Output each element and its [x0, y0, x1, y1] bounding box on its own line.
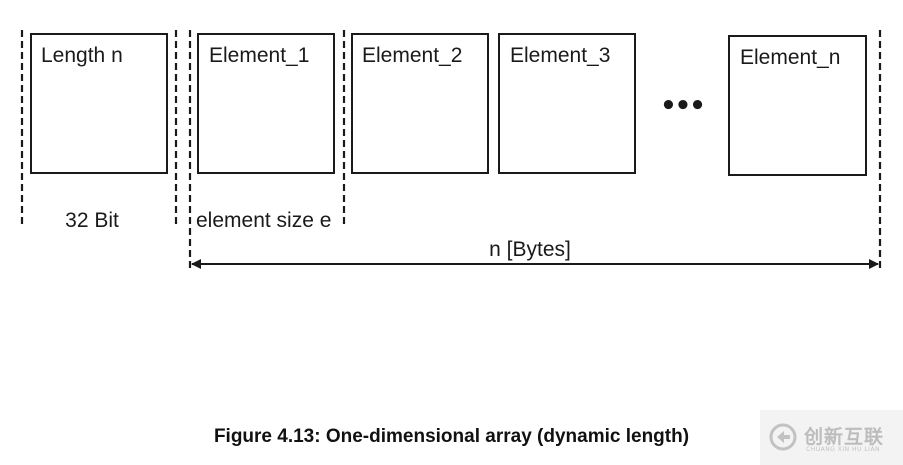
- length-size-label: 32 Bit: [65, 209, 119, 232]
- element-box-n: [728, 35, 867, 176]
- element-box-3: [498, 33, 636, 174]
- element-label-2: Element_2: [362, 44, 462, 67]
- watermark-subtext: CHUANG XIN HU LIAN: [806, 446, 881, 453]
- element-label-3: Element_3: [510, 44, 610, 67]
- total-size-label: n [Bytes]: [489, 238, 571, 261]
- figure-caption: Figure 4.13: One-dimensional array (dyna…: [213, 426, 690, 447]
- ellipsis-dots: •••: [660, 91, 704, 121]
- watermark: 创新互联 CHUANG XIN HU LIAN: [760, 410, 903, 465]
- element-label-1: Element_1: [209, 44, 309, 67]
- brand-logo-icon: [769, 423, 797, 451]
- element-size-label: element size e: [196, 209, 331, 232]
- element-box-1: [197, 33, 335, 174]
- length-box: [30, 33, 168, 174]
- element-box-2: [351, 33, 489, 174]
- element-label-n: Element_n: [740, 46, 840, 69]
- length-box-label: Length n: [41, 44, 123, 67]
- watermark-text: 创新互联: [804, 426, 885, 448]
